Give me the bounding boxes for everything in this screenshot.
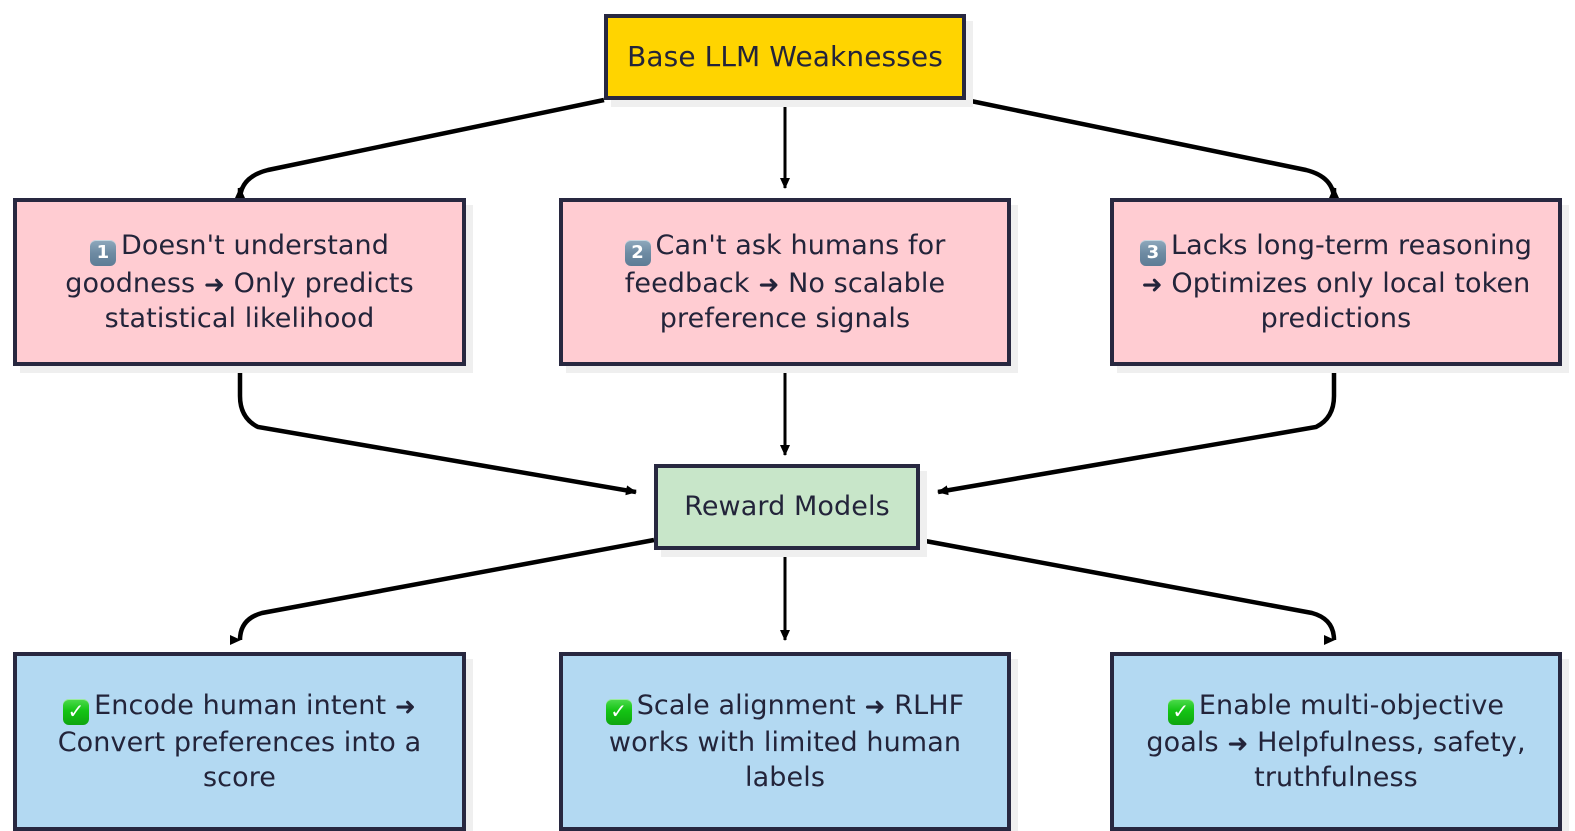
benefit-2-text-a: Scale alignment — [636, 689, 856, 721]
weakness-3-text-b: Optimizes only local token predictions — [1171, 267, 1531, 335]
arrow-glyph: ➜ — [864, 691, 886, 721]
benefit-1-text-b: Convert preferences into a score — [57, 726, 422, 793]
arrow-glyph: ➜ — [394, 691, 416, 721]
arrow-glyph: ➜ — [1227, 728, 1249, 758]
node-benefit-2[interactable]: ✓Scale alignment ➜ RLHF works with limit… — [559, 652, 1011, 831]
weakness-1-text-a: Doesn't understand goodness — [65, 229, 390, 299]
node-benefit-1[interactable]: ✓Encode human intent ➜ Convert preferenc… — [13, 652, 466, 831]
node-label: ✓Enable multi-objective goals ➜ Helpfuln… — [1114, 688, 1558, 796]
node-label: ✓Scale alignment ➜ RLHF works with limit… — [563, 688, 1007, 795]
edge-hub-to-benefit-1 — [235, 537, 655, 641]
benefit-1-text-a: Encode human intent — [94, 689, 387, 721]
node-label: ✓Encode human intent ➜ Convert preferenc… — [17, 688, 462, 795]
node-label: Reward Models — [684, 491, 890, 523]
keycap-three-icon: 3 — [1139, 239, 1166, 266]
edge-root-to-weakness-1 — [235, 97, 605, 201]
weakness-3-text-a: Lacks long-term reasoning — [1170, 229, 1533, 261]
weakness-1-text-b: Only predicts statistical likelihood — [104, 267, 414, 335]
benefit-2-text-b: RLHF works with limited human labels — [608, 689, 965, 793]
benefit-3-text-b: Helpfulness, safety, truthfulness — [1254, 726, 1526, 794]
check-mark-button-icon: ✓ — [605, 698, 632, 725]
node-label: Base LLM Weaknesses — [627, 39, 943, 73]
node-benefit-3[interactable]: ✓Enable multi-objective goals ➜ Helpfuln… — [1110, 652, 1562, 831]
arrow-glyph: ➜ — [203, 269, 225, 299]
edge-root-to-weakness-3 — [965, 97, 1339, 201]
node-base-llm-weaknesses[interactable]: Base LLM Weaknesses — [604, 14, 966, 100]
node-reward-models[interactable]: Reward Models — [654, 464, 920, 550]
check-mark-button-icon: ✓ — [63, 698, 90, 725]
weakness-2-text-b: No scalable preference signals — [659, 267, 946, 335]
keycap-one-icon: 1 — [89, 239, 116, 266]
arrow-glyph: ➜ — [758, 269, 780, 299]
edge-weakness-1-to-hub — [237, 366, 637, 496]
arrow-glyph: ➜ — [1141, 269, 1163, 299]
edge-hub-to-benefit-3 — [919, 537, 1339, 641]
benefit-3-text-a: Enable multi-objective goals — [1146, 689, 1505, 758]
weakness-2-text-a: Can't ask humans for feedback — [624, 229, 946, 299]
edge-weakness-3-to-hub — [937, 366, 1337, 496]
check-mark-button-icon: ✓ — [1167, 698, 1194, 725]
keycap-two-icon: 2 — [624, 239, 651, 266]
